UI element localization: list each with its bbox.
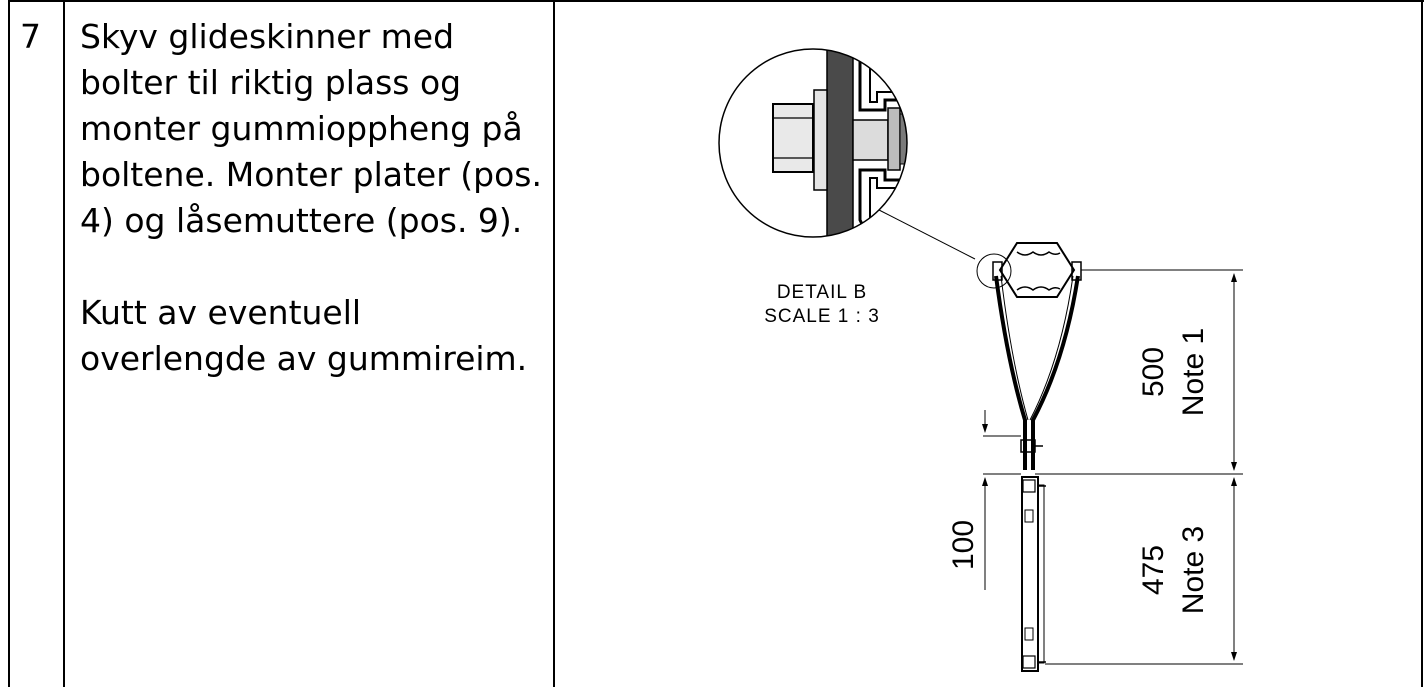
technical-drawing: DETAIL B SCALE 1 : 3 (718, 48, 1243, 672)
step-instructions: Skyv glideskinner med bolter til riktig … (80, 14, 550, 382)
detail-leader-line (878, 209, 976, 260)
table-right-border (1421, 0, 1423, 687)
detail-scale: SCALE 1 : 3 (764, 306, 880, 327)
dimension-500-value: 500 (1137, 347, 1170, 397)
dimension-475-value: 475 (1137, 545, 1170, 595)
table-left-border (8, 0, 10, 687)
detail-b-view (718, 48, 908, 238)
dimension-500-note: Note 1 (1177, 328, 1210, 416)
hanger-assembly-view (976, 242, 1082, 672)
dimension-475-note: Note 3 (1177, 526, 1210, 614)
table-divider-image (553, 0, 555, 687)
instruction-paragraph-1: Skyv glideskinner med bolter til riktig … (80, 17, 542, 240)
table-top-border (8, 0, 1424, 2)
dimension-100-value: 100 (947, 520, 980, 570)
step-number: 7 (20, 17, 41, 56)
detail-title: DETAIL B (777, 282, 867, 303)
table-divider-number (63, 0, 65, 687)
instruction-paragraph-2: Kutt av eventuell overlengde av gummirei… (80, 293, 528, 378)
dimension-lines (982, 269, 1243, 665)
